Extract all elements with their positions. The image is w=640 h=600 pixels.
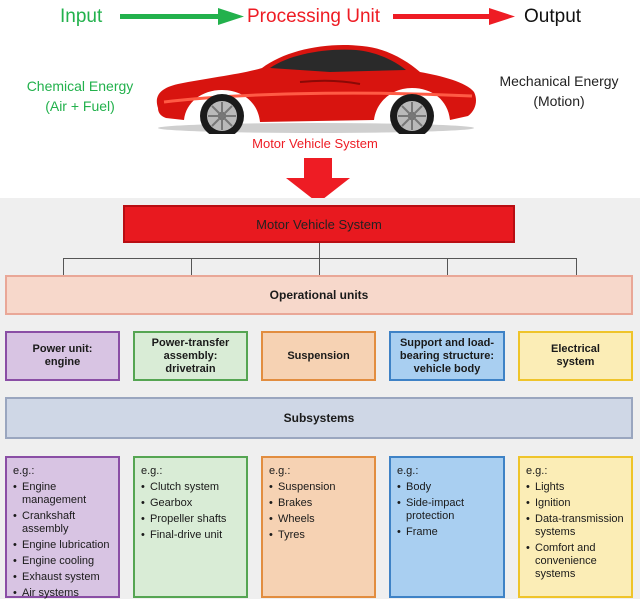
eg-label: e.g.: xyxy=(13,465,35,477)
list-item: Lights xyxy=(526,481,627,494)
down-arrow-icon xyxy=(286,158,350,203)
connector-line xyxy=(447,258,448,275)
list-item: Clutch system xyxy=(141,481,242,494)
connector-line xyxy=(63,258,64,275)
electrical-details: e.g.: Lights Ignition Data-transmission … xyxy=(518,456,633,598)
list-item: Body xyxy=(397,481,499,494)
list-item: Exhaust system xyxy=(13,571,114,584)
power-unit-box: Power unit: engine xyxy=(5,331,120,381)
list-item: Frame xyxy=(397,526,499,539)
eg-label: e.g.: xyxy=(526,465,548,477)
green-arrow-icon xyxy=(120,8,244,25)
suspension-details: e.g.: Suspension Brakes Wheels Tyres xyxy=(261,456,376,598)
eg-label: e.g.: xyxy=(269,465,291,477)
car-caption: Motor Vehicle System xyxy=(252,136,378,151)
motor-vehicle-system-box: Motor Vehicle System xyxy=(123,205,515,243)
drivetrain-details: e.g.: Clutch system Gearbox Propeller sh… xyxy=(133,456,248,598)
eg-label: e.g.: xyxy=(141,465,163,477)
connector-line xyxy=(63,258,577,259)
connector-line xyxy=(319,243,320,259)
operational-units-bar: Operational units xyxy=(5,275,633,315)
list-item: Tyres xyxy=(269,529,370,542)
list-item: Suspension xyxy=(269,481,370,494)
list-item: Gearbox xyxy=(141,497,242,510)
list-item: Engine management xyxy=(13,481,114,507)
connector-line xyxy=(191,258,192,275)
list-item: Ignition xyxy=(526,497,627,510)
mechanical-energy-line-1: Mechanical Energy xyxy=(499,73,619,89)
chemical-energy-line-2: (Air + Fuel) xyxy=(45,98,115,114)
connector-line xyxy=(576,258,577,275)
list-item: Comfort and convenience systems xyxy=(526,542,627,581)
list-item: Side-impact protection xyxy=(397,497,499,523)
chemical-energy-label: Chemical Energy (Air + Fuel) xyxy=(12,76,148,116)
list-item: Brakes xyxy=(269,497,370,510)
connector-line xyxy=(319,258,320,275)
list-item: Engine cooling xyxy=(13,555,114,568)
engine-details: e.g.: Engine management Crankshaft assem… xyxy=(5,456,120,600)
red-sports-car-image xyxy=(156,44,476,134)
body-details: e.g.: Body Side-impact protection Frame xyxy=(389,456,505,598)
vehicle-body-box: Support and load-bearing structure: vehi… xyxy=(389,331,505,381)
list-item: Engine lubrication xyxy=(13,539,114,552)
suspension-box: Suspension xyxy=(261,331,376,381)
list-item: Final-drive unit xyxy=(141,529,242,542)
list-item: Air systems xyxy=(13,587,114,600)
processing-unit-label: Processing Unit xyxy=(247,6,381,27)
list-item: Data-transmission systems xyxy=(526,513,627,539)
mechanical-energy-label: Mechanical Energy (Motion) xyxy=(482,71,636,111)
red-arrow-icon xyxy=(393,8,515,25)
power-transfer-box: Power-transfer assembly: drivetrain xyxy=(133,331,248,381)
input-label: Input xyxy=(60,6,103,27)
output-label: Output xyxy=(524,6,582,27)
mechanical-energy-line-2: (Motion) xyxy=(533,93,585,109)
list-item: Wheels xyxy=(269,513,370,526)
chemical-energy-line-1: Chemical Energy xyxy=(26,78,134,94)
list-item: Crankshaft assembly xyxy=(13,510,114,536)
electrical-system-box: Electrical system xyxy=(518,331,633,381)
eg-label: e.g.: xyxy=(397,465,419,477)
list-item: Propeller shafts xyxy=(141,513,242,526)
subsystems-bar: Subsystems xyxy=(5,397,633,439)
